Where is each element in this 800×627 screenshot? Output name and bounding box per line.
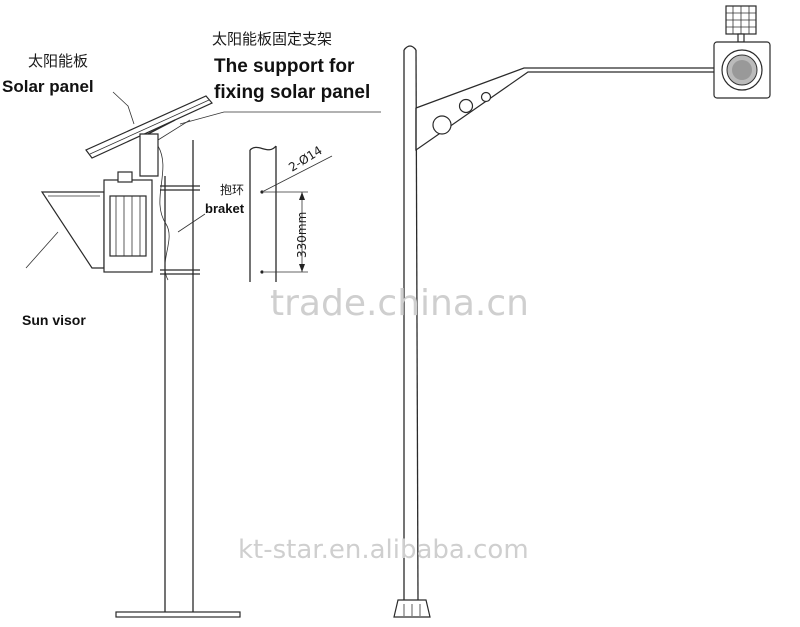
dimension-label: 330mm bbox=[295, 212, 309, 258]
sun-visor bbox=[40, 191, 105, 269]
watermark-center: trade.china.cn bbox=[270, 283, 529, 324]
support-en-label-line1: The support for bbox=[214, 56, 355, 77]
solar-panel-cn-label: 太阳能板 bbox=[28, 52, 88, 70]
panel-support-bracket bbox=[139, 133, 159, 177]
watermark-bottom: kt-star.en.alibaba.com bbox=[238, 535, 529, 565]
leader-support bbox=[179, 111, 381, 125]
leader-solar-panel bbox=[112, 91, 135, 125]
support-en-label-line2: fixing solar panel bbox=[214, 82, 370, 103]
sun-visor-label: Sun visor bbox=[22, 312, 86, 328]
right-assembly bbox=[393, 5, 771, 618]
leader-sun-visor bbox=[25, 231, 59, 269]
cable bbox=[157, 145, 170, 281]
leader-bracket bbox=[177, 213, 206, 233]
left-base-plate bbox=[115, 611, 241, 618]
solar-panel-en-label: Solar panel bbox=[2, 77, 94, 96]
support-cn-label: 太阳能板固定支架 bbox=[212, 30, 332, 48]
bracket-en-label: braket bbox=[205, 201, 245, 216]
lower-hole bbox=[260, 270, 264, 274]
bracket-cn-label: 抱环 bbox=[220, 182, 244, 197]
left-assembly bbox=[25, 91, 381, 618]
pole-section-detail bbox=[249, 145, 333, 282]
